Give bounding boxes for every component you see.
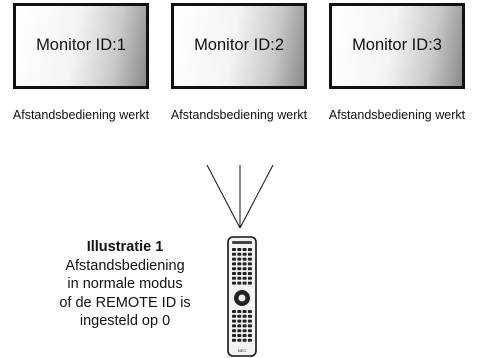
remote-button bbox=[247, 252, 252, 256]
remote-button bbox=[237, 252, 242, 256]
illustration-caption: Illustratie 1 Afstandsbediening in norma… bbox=[30, 238, 220, 331]
remote-button bbox=[237, 272, 242, 275]
remote-button bbox=[242, 267, 247, 271]
remote-button bbox=[237, 267, 242, 271]
remote-button bbox=[237, 248, 242, 251]
remote-button bbox=[242, 252, 247, 256]
caption-line-2: in normale modus bbox=[67, 276, 183, 292]
remote-button bbox=[247, 257, 252, 261]
remote-button bbox=[232, 257, 236, 261]
remote-button bbox=[237, 314, 242, 318]
remote-button bbox=[242, 262, 247, 266]
remote-button bbox=[232, 319, 236, 323]
remote-button bbox=[232, 281, 236, 285]
remote-button bbox=[247, 334, 252, 337]
remote-button bbox=[242, 276, 247, 280]
remote-button bbox=[242, 338, 247, 342]
monitor-2-label: Monitor ID:2 bbox=[194, 36, 284, 54]
remote-button bbox=[232, 276, 236, 280]
remote-button bbox=[247, 262, 252, 266]
remote-button bbox=[237, 276, 242, 280]
remote-button bbox=[247, 281, 252, 285]
remote-control-icon: NEC bbox=[227, 236, 257, 357]
remote-button bbox=[232, 252, 236, 256]
remote-button bbox=[232, 262, 236, 266]
remote-button bbox=[242, 314, 247, 318]
monitor-1-label: Monitor ID:1 bbox=[36, 36, 126, 54]
remote-button bbox=[232, 329, 236, 333]
remote-button bbox=[237, 257, 242, 261]
remote-button bbox=[242, 281, 247, 285]
caption-title: Illustratie 1 bbox=[86, 239, 164, 255]
remote-button bbox=[247, 267, 252, 271]
remote-button bbox=[237, 334, 242, 337]
caption-line-1: Afstandsbediening bbox=[65, 257, 185, 274]
remote-button bbox=[232, 248, 236, 251]
remote-button bbox=[237, 338, 242, 342]
remote-button bbox=[242, 329, 247, 333]
remote-button bbox=[247, 248, 252, 251]
signal-line-left bbox=[206, 164, 241, 229]
monitor-2: Monitor ID:2 bbox=[171, 3, 307, 89]
monitor-1-status: Afstandsbediening werkt bbox=[12, 108, 150, 122]
remote-brand: NEC bbox=[238, 348, 247, 353]
remote-button bbox=[232, 272, 236, 275]
monitor-3-label: Monitor ID:3 bbox=[352, 36, 442, 54]
remote-button bbox=[232, 314, 236, 318]
remote-button bbox=[237, 262, 242, 266]
remote-button bbox=[247, 276, 252, 280]
remote-button bbox=[237, 324, 242, 328]
remote-button bbox=[247, 314, 252, 318]
remote-button bbox=[232, 324, 236, 328]
remote-button bbox=[242, 324, 247, 328]
remote-button bbox=[232, 267, 236, 271]
remote-button bbox=[247, 338, 252, 342]
remote-button bbox=[237, 281, 242, 285]
monitor-3-status: Afstandsbediening werkt bbox=[328, 108, 466, 122]
remote-button bbox=[237, 310, 242, 313]
remote-button bbox=[242, 334, 247, 337]
remote-button bbox=[247, 310, 252, 313]
monitor-1: Monitor ID:1 bbox=[13, 3, 149, 89]
monitor-2-status: Afstandsbediening werkt bbox=[170, 108, 308, 122]
remote-button bbox=[242, 257, 247, 261]
caption-line-4: ingesteld op 0 bbox=[79, 313, 171, 329]
remote-button bbox=[237, 329, 242, 333]
remote-button bbox=[242, 272, 247, 275]
remote-button bbox=[242, 319, 247, 323]
remote-button bbox=[232, 310, 236, 313]
caption-line-3: of de REMOTE ID is bbox=[59, 294, 191, 311]
monitor-3: Monitor ID:3 bbox=[329, 3, 465, 89]
remote-button bbox=[247, 272, 252, 275]
signal-lines bbox=[206, 164, 274, 229]
remote-button bbox=[242, 310, 247, 313]
remote-button bbox=[247, 319, 252, 323]
remote-button bbox=[232, 338, 236, 342]
signal-line-right bbox=[239, 164, 274, 229]
remote-button bbox=[247, 324, 252, 328]
remote-button bbox=[232, 334, 236, 337]
remote-button bbox=[242, 248, 247, 251]
remote-button bbox=[247, 329, 252, 333]
remote-button bbox=[237, 319, 242, 323]
